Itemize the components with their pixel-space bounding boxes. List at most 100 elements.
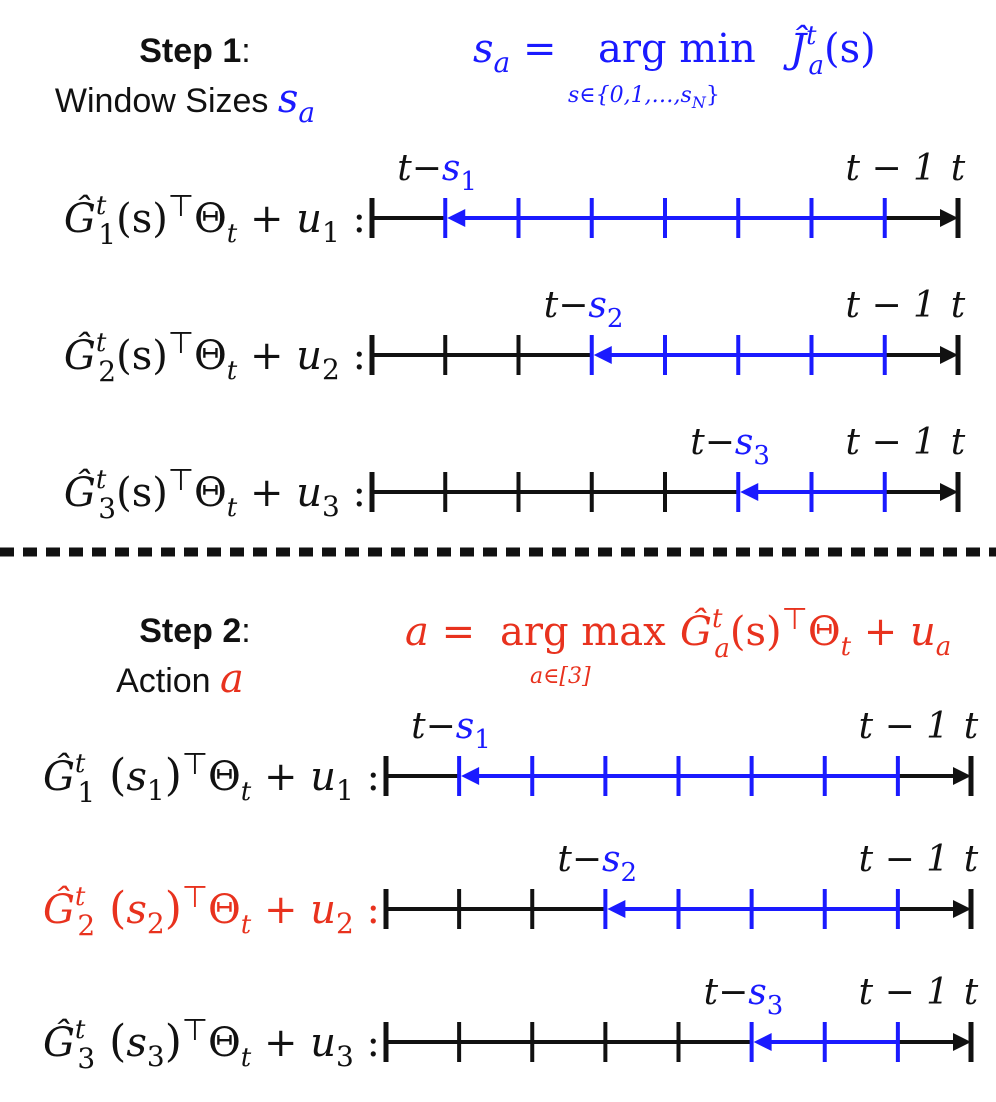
row-arg-close: ) [165,883,182,934]
row-colon: : [354,754,380,800]
row-theta: Θ [194,333,227,379]
t-minus-1-label: t − 1 [846,148,936,189]
formula1-under-sub: N [691,93,707,112]
row-g-sup: t [75,1015,86,1045]
row-arg: (s) [116,470,168,516]
arrow-left-head [740,483,759,501]
row-transpose: ⊤ [168,464,194,497]
row-g-sup: t [96,328,107,358]
row-plus: + [251,754,310,800]
start-label-sub: 3 [753,441,770,471]
row-g-sub: 3 [98,492,116,525]
row-arg-var: s [126,1020,147,1066]
start-label-t: t− [704,972,749,1013]
t-minus-1-label: t − 1 [859,706,949,747]
row-u-sub: 1 [322,216,340,249]
step1-heading: Step 1: [139,32,251,70]
t-label: t [951,148,966,189]
row-g-sub: 3 [77,1042,95,1075]
row-transpose: ⊤ [182,881,208,914]
row-arg-close: ) [165,750,182,801]
start-label: t−s1 [411,706,491,755]
formula2-g-sup: t [712,604,723,634]
row-theta-sub: t [241,1043,252,1073]
row-u-sub: 3 [336,1040,354,1073]
start-label-sub: 1 [460,167,477,197]
formula1-lhs: s [473,26,494,72]
start-label-var: s [588,285,606,326]
row-colon: : [354,1020,380,1066]
t-label: t [951,285,966,326]
row-g: Ĝ [43,886,75,933]
row-theta: Θ [208,754,241,800]
row-arg-open: ( [95,1016,126,1067]
formula2-theta-sub: t [841,632,852,662]
formula1-eq: = [510,26,556,72]
row-theta-sub: t [227,493,238,523]
row-plus: + [251,1020,310,1066]
row-plus: + [237,470,296,516]
formula1-under: s∈{0,1,…,sN} [568,83,720,112]
step2-heading-colon: : [241,612,250,650]
arrow-right-head [953,900,971,918]
row-u: u [310,887,336,933]
row-arg-sub: 2 [147,907,165,940]
step1-formula-main: sa = [473,26,556,79]
row-arg-sub: 3 [147,1040,165,1073]
row-g: Ĝ [64,469,96,516]
formula2-lhs: a [405,609,429,655]
row-transpose: ⊤ [182,748,208,781]
row-theta: Θ [194,196,227,242]
start-label-sub: 3 [767,991,784,1021]
t-label: t [964,839,979,880]
arrow-right-head [953,1033,971,1051]
formula2-u: u [910,609,936,655]
row-g-sup: t [75,882,86,912]
row-g-sup: t [75,749,86,779]
row-u-sub: 3 [322,490,340,523]
start-label-var: s [442,148,460,189]
formula2-g-arg: (s) [730,609,782,655]
start-label: t−s3 [690,422,770,471]
row-g: Ĝ [64,332,96,379]
row-arg-open: ( [95,750,126,801]
row-arg: (s) [116,196,168,242]
step2-subtitle: Action a [116,656,244,702]
row-g: Ĝ [43,1019,75,1066]
start-label-t: t− [411,706,456,747]
start-label-var: s [735,422,753,463]
t-minus-1-label: t − 1 [859,972,949,1013]
formula1-under-text: s∈{0,1,…,s [568,83,692,108]
step2-heading: Step 2: [139,612,251,650]
row-transpose: ⊤ [168,327,194,360]
start-label-sub: 2 [607,304,624,334]
arrow-right-head [940,346,958,364]
row-colon: : [354,887,380,933]
row-theta-sub: t [241,777,252,807]
row-theta-sub: t [227,219,238,249]
arrow-right-head [940,209,958,227]
row-transpose: ⊤ [168,190,194,223]
start-label-t: t− [557,839,602,880]
arrow-left-head [607,900,626,918]
formula1-fn-sub: a [809,51,825,81]
arrow-left-head [753,1033,772,1051]
t-minus-1-label: t − 1 [846,422,936,463]
formula2-g: Ĝ [680,608,712,655]
arrow-left-head [447,209,466,227]
row-theta: Θ [208,1020,241,1066]
row-u: u [296,470,322,516]
formula2-op: arg max [500,609,666,655]
step1-subtitle-sub: a [298,96,315,129]
start-label-t: t− [397,148,442,189]
